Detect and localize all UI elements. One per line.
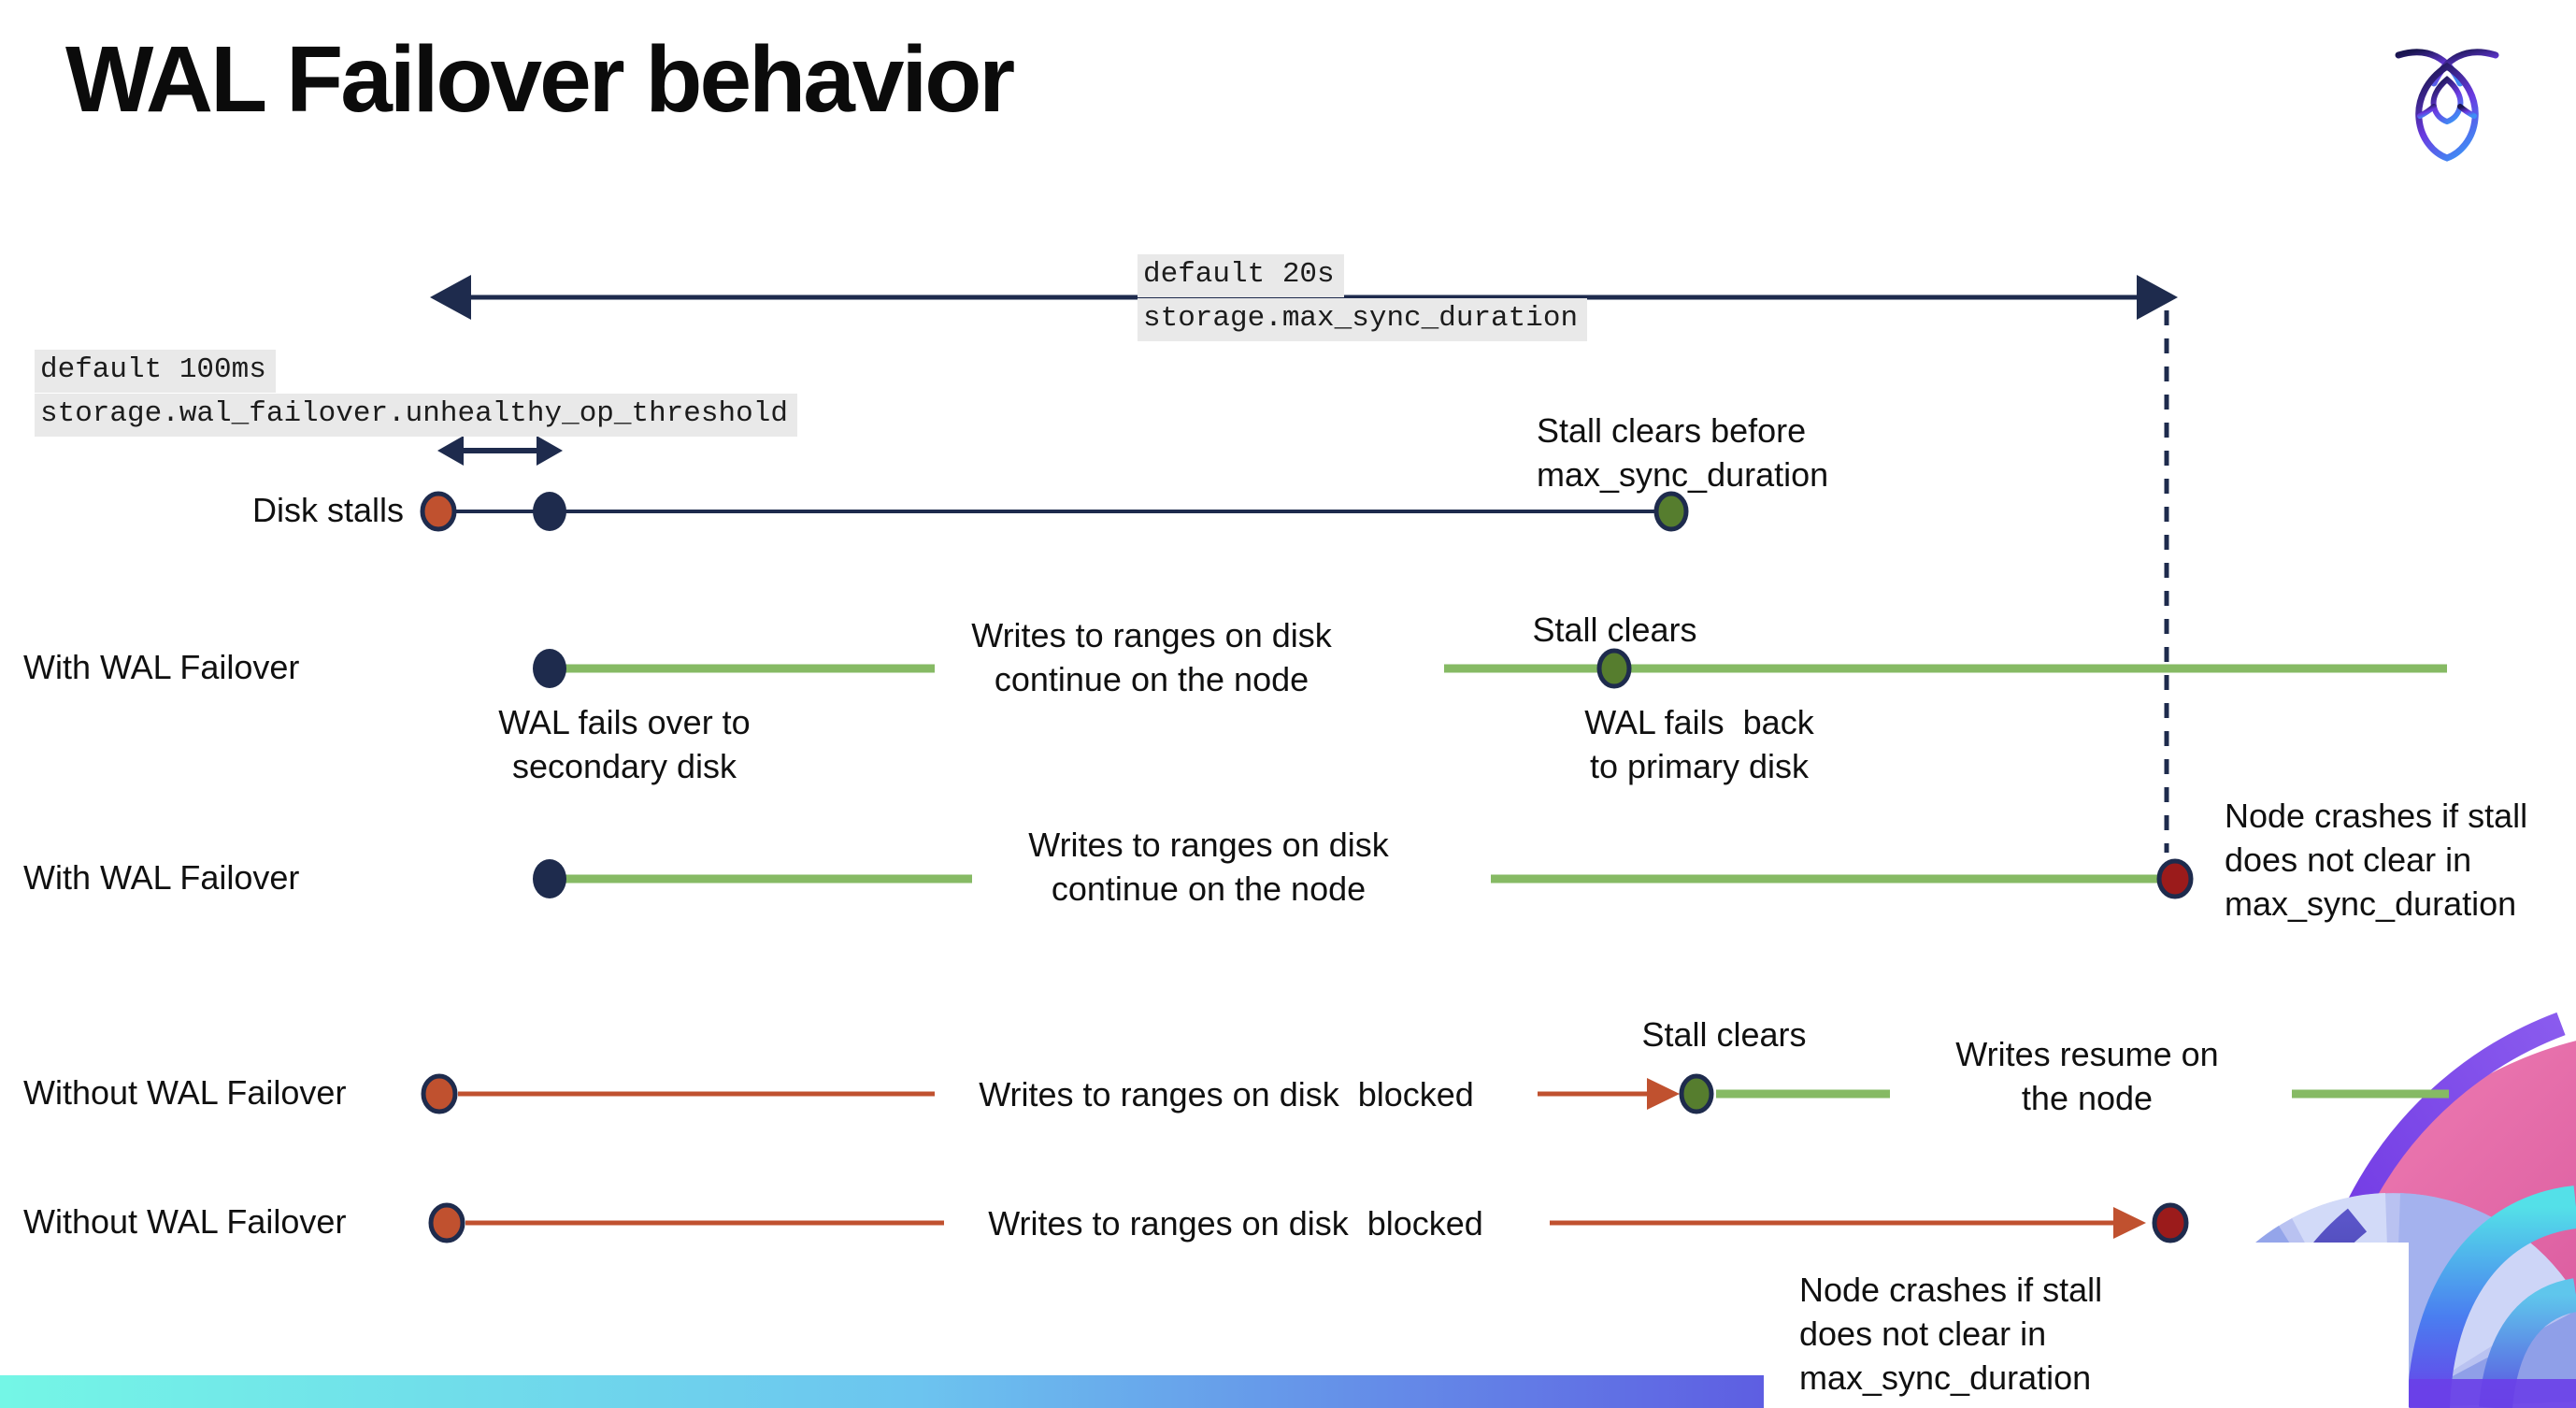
row3-writes-note: Writes to ranges on disk continue on the… [1028, 826, 1389, 908]
max-sync-setting-label: default 20s storage.max_sync_duration [1138, 254, 1588, 342]
cockroachdb-logo-icon [2395, 49, 2499, 162]
row3-failover-dot [533, 859, 566, 898]
row2-failover-note: WAL fails over to secondary disk [498, 703, 751, 785]
row3-label: With WAL Failover [23, 858, 300, 897]
row5-crash-dot [2152, 1202, 2189, 1243]
threshold-arrow-left-head-icon [437, 436, 464, 466]
art-teal-arch [2407, 1185, 2576, 1408]
row4-stall-start-dot [421, 1073, 458, 1114]
threshold-setting-name: storage.wal_failover.unhealthy_op_thresh… [35, 394, 797, 437]
threshold-arrow-right-head-icon [537, 436, 563, 466]
page-title: WAL Failover behavior [65, 27, 1015, 132]
row2-failback-note: WAL fails back to primary disk [1584, 703, 1814, 785]
row5-label: Without WAL Failover [23, 1202, 347, 1241]
row4-stall-clears-dot [1679, 1073, 1714, 1114]
threshold-default-value: default 100ms [35, 350, 276, 393]
row5-writes-blocked-note: Writes to ranges on disk blocked [988, 1204, 1483, 1243]
arrow-left-head-icon [430, 275, 471, 320]
row2-stall-clears-dot [1596, 648, 1632, 689]
crash-note-box [1764, 1243, 2409, 1408]
row5-red-arrowhead-icon [2113, 1207, 2146, 1239]
row1-stall-start-dot [420, 491, 457, 532]
row1-stall-clears-note: Stall clears before max_sync_duration [1537, 411, 1829, 494]
row2-writes-note: Writes to ranges on disk continue on the… [971, 616, 1332, 698]
row3-crash-dot [2156, 858, 2194, 899]
row2-failover-dot [533, 649, 566, 688]
threshold-setting-label: default 100ms storage.wal_failover.unhea… [35, 350, 797, 438]
max-sync-default-value: default 20s [1138, 254, 1344, 297]
row2-label: With WAL Failover [23, 648, 300, 686]
row1-label: Disk stalls [251, 491, 404, 529]
bottom-gradient-bar [0, 1375, 1764, 1408]
row1-stall-clears-dot [1653, 491, 1689, 532]
row2-stall-clears-note: Stall clears [1532, 611, 1697, 649]
row4-red-arrowhead-icon [1647, 1078, 1680, 1110]
row5-stall-start-dot [428, 1202, 465, 1243]
row4-stall-clears-note: Stall clears [1641, 1015, 1807, 1054]
row3-crash-note: Node crashes if stall does not clear in … [2225, 797, 2528, 923]
row4-writes-resume-note: Writes resume on the node [1955, 1035, 2219, 1117]
row4-label: Without WAL Failover [23, 1073, 347, 1112]
row1-failover-threshold-dot [533, 492, 566, 531]
row5-crash-note: Node crashes if stall does not clear in … [1799, 1271, 2103, 1397]
arrow-right-head-icon [2137, 275, 2178, 320]
max-sync-setting-name: storage.max_sync_duration [1138, 298, 1588, 341]
row4-writes-blocked-note: Writes to ranges on disk blocked [979, 1075, 1474, 1113]
